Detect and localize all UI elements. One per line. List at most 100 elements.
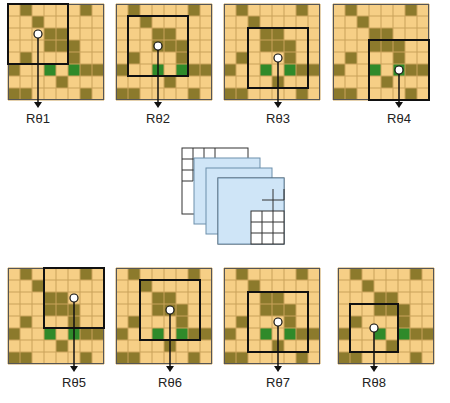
dark-cell — [284, 40, 296, 52]
dark-cell — [44, 28, 56, 40]
grid-border — [225, 269, 320, 364]
green-cell — [393, 64, 405, 76]
dark-cell — [164, 40, 176, 52]
green-cell — [152, 328, 164, 340]
green-cell — [369, 64, 381, 76]
dark-cell — [44, 292, 56, 304]
dark-cell — [176, 316, 188, 328]
dark-cell — [68, 40, 80, 52]
grid-lines — [116, 268, 212, 364]
dark-cell — [32, 280, 44, 292]
grid-lines — [224, 268, 320, 364]
grid-ground — [333, 4, 429, 100]
dark-cell — [345, 88, 357, 100]
dark-cell — [350, 316, 362, 328]
dark-cell — [20, 316, 32, 328]
dark-cell — [405, 64, 417, 76]
output-arrow — [398, 70, 400, 103]
dark-cell — [188, 268, 200, 280]
output-arrow — [157, 46, 159, 103]
center-dot — [274, 54, 282, 62]
dark-cell — [200, 328, 212, 340]
grid-border — [9, 269, 104, 364]
dark-cell — [56, 340, 68, 352]
dark-cell — [56, 40, 68, 52]
output-arrow — [169, 310, 171, 367]
dark-cell — [296, 64, 308, 76]
dark-cell — [128, 352, 140, 364]
dark-cell — [405, 4, 417, 16]
output-arrow — [37, 34, 39, 103]
grid-border — [225, 5, 320, 100]
output-label: Rθ4 — [387, 111, 411, 126]
dark-cell — [116, 352, 128, 364]
dark-cell — [128, 4, 140, 16]
dark-cell — [350, 352, 362, 364]
output-arrow — [277, 322, 279, 367]
output-label: Rθ2 — [146, 111, 170, 126]
dark-cell — [224, 352, 236, 364]
dark-cell — [188, 352, 200, 364]
arrow-head — [70, 366, 78, 372]
dark-cell — [56, 76, 68, 88]
filter-stack — [182, 148, 284, 244]
dark-cell — [200, 64, 212, 76]
green-cell — [284, 328, 296, 340]
dark-cell — [56, 292, 68, 304]
dark-cell — [128, 316, 140, 328]
dark-cell — [44, 40, 56, 52]
grid-ground — [224, 268, 320, 364]
dark-cell — [272, 292, 284, 304]
dark-cell — [272, 40, 284, 52]
dark-cell — [20, 4, 32, 16]
dark-cell — [20, 88, 32, 100]
dark-cell — [260, 292, 272, 304]
dark-cell — [80, 64, 92, 76]
green-cell — [44, 328, 56, 340]
green-cell — [44, 64, 56, 76]
grid-lines — [338, 268, 434, 364]
dark-cell — [422, 328, 434, 340]
output-label: Rθ7 — [266, 375, 290, 390]
dark-cell — [140, 280, 152, 292]
dark-cell — [116, 328, 128, 340]
output-label: Rθ5 — [62, 375, 86, 390]
dark-cell — [248, 16, 260, 28]
grid-ground — [8, 268, 104, 364]
dark-cell — [140, 16, 152, 28]
dark-cell — [8, 352, 20, 364]
output-label: Rθ3 — [266, 111, 290, 126]
dark-cell — [236, 4, 248, 16]
dark-cell — [116, 64, 128, 76]
dark-cell — [164, 76, 176, 88]
arrow-head — [370, 366, 378, 372]
output-label: Rθ1 — [26, 111, 50, 126]
dark-cell — [272, 28, 284, 40]
dark-cell — [296, 4, 308, 16]
dark-cell — [338, 352, 350, 364]
dark-cell — [20, 352, 32, 364]
dark-cell — [224, 328, 236, 340]
grid-ground — [224, 4, 320, 100]
output-arrow — [73, 298, 75, 367]
dark-cell — [176, 40, 188, 52]
dark-cell — [260, 28, 272, 40]
green-cell — [176, 328, 188, 340]
dark-cell — [248, 280, 260, 292]
dark-cell — [272, 304, 284, 316]
dark-cell — [80, 268, 92, 280]
dark-cell — [362, 280, 374, 292]
dark-cell — [20, 268, 32, 280]
dark-cell — [152, 292, 164, 304]
center-dot — [274, 318, 282, 326]
dark-cell — [381, 28, 393, 40]
center-dot — [34, 30, 42, 38]
dark-cell — [260, 40, 272, 52]
dark-cell — [284, 316, 296, 328]
dark-cell — [152, 40, 164, 52]
grid-panel — [8, 268, 104, 372]
dark-cell — [236, 52, 248, 64]
dark-cell — [188, 64, 200, 76]
center-dot — [70, 294, 78, 302]
